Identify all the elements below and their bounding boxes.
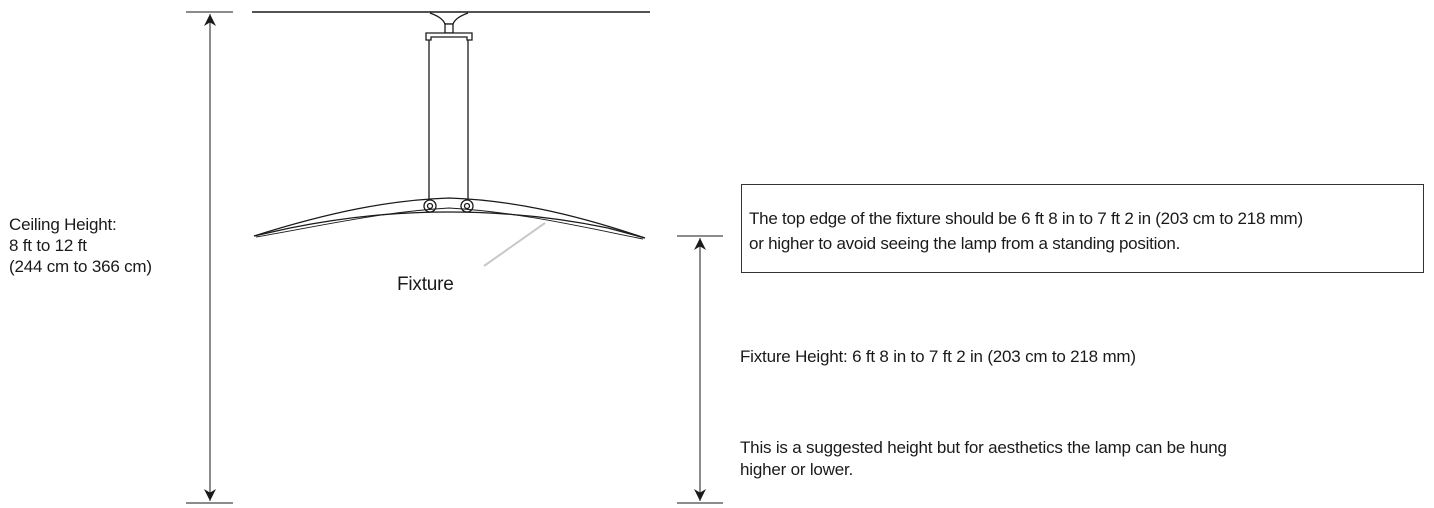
fixture-note-line-1: The top edge of the fixture should be 6 … bbox=[749, 209, 1303, 228]
fixture-body-lower bbox=[289, 211, 609, 229]
ceiling-height-dimension bbox=[186, 11, 233, 504]
ceiling-height-label: Ceiling Height: 8 ft to 12 ft (244 cm to… bbox=[9, 214, 152, 277]
hanger-knob-right-outer bbox=[460, 199, 474, 213]
fixture-leader-line bbox=[483, 222, 546, 267]
ceiling-height-title: Ceiling Height: bbox=[9, 215, 117, 234]
hanger-knob-left-outer bbox=[423, 199, 437, 213]
fixture-height-label: Fixture Height: 6 ft 8 in to 7 ft 2 in (… bbox=[740, 347, 1136, 366]
fixture-note-line-2: or higher to avoid seeing the lamp from … bbox=[749, 234, 1181, 253]
hanger-knob-left-inner bbox=[426, 202, 434, 210]
canopy-stem bbox=[444, 23, 454, 34]
suggestion-line-1: This is a suggested height but for aesth… bbox=[740, 438, 1227, 457]
fixture-end-left bbox=[253, 227, 291, 237]
ceiling-height-metric: (244 cm to 366 cm) bbox=[9, 257, 152, 276]
ceiling-height-imperial: 8 ft to 12 ft bbox=[9, 236, 87, 255]
suggestion-label: This is a suggested height but for aesth… bbox=[740, 437, 1227, 481]
hanger-knob-right-inner bbox=[463, 202, 471, 210]
fixture-diffuser bbox=[255, 207, 644, 240]
fixture-height-dimension bbox=[677, 235, 723, 504]
lamp-fixture-drawing bbox=[253, 12, 646, 240]
fixture-end-right bbox=[607, 227, 646, 239]
suggestion-line-2: higher or lower. bbox=[740, 460, 854, 479]
fixture-note-box: The top edge of the fixture should be 6 … bbox=[741, 184, 1424, 273]
yoke-crossbar bbox=[425, 32, 473, 41]
ceiling-canopy bbox=[429, 12, 469, 25]
fixture-body bbox=[253, 197, 646, 239]
fixture-label: Fixture bbox=[397, 274, 454, 295]
